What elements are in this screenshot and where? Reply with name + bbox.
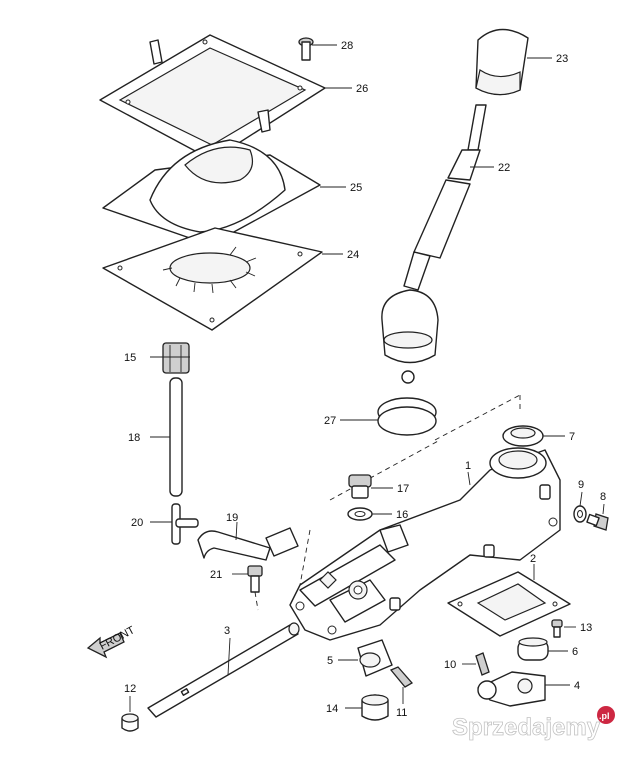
part-6-bushing bbox=[517, 637, 549, 661]
callout-4: 4 bbox=[574, 680, 580, 692]
part-11-roll-pin bbox=[389, 666, 414, 688]
callout-3: 3 bbox=[224, 625, 230, 637]
part-27-ring bbox=[377, 397, 437, 436]
watermark-badge bbox=[597, 706, 615, 724]
callout-1: 1 bbox=[465, 460, 471, 472]
part-1-shift-housing bbox=[289, 447, 561, 641]
part-22-shift-lever bbox=[403, 104, 487, 291]
front-label: FRONT bbox=[98, 624, 137, 653]
part-8-bolt bbox=[586, 513, 609, 531]
callout-8: 8 bbox=[600, 491, 606, 503]
part-9-washer bbox=[573, 505, 587, 523]
callout-17: 17 bbox=[397, 483, 409, 495]
callout-5: 5 bbox=[327, 655, 333, 667]
callout-20: 20 bbox=[131, 517, 143, 529]
leader-lines bbox=[129, 44, 605, 712]
callout-25: 25 bbox=[350, 182, 362, 194]
part-3-shift-shaft bbox=[147, 622, 300, 718]
part-5-collar bbox=[357, 639, 393, 677]
part-18-rod bbox=[169, 377, 183, 497]
part-2-gasket bbox=[447, 571, 571, 637]
callout-23: 23 bbox=[556, 53, 568, 65]
part-13-screw bbox=[551, 619, 563, 638]
callout-22: 22 bbox=[498, 162, 510, 174]
part-7-seal bbox=[502, 425, 544, 447]
watermark: Sprzedajemy .pl bbox=[452, 706, 615, 741]
callout-16: 16 bbox=[396, 509, 408, 521]
part-12-cap bbox=[121, 713, 139, 732]
part-26-boot-frame bbox=[99, 34, 326, 161]
callout-11: 11 bbox=[396, 707, 407, 719]
part-28-bolt bbox=[298, 37, 314, 61]
part-24-gasket-plate bbox=[102, 227, 323, 331]
callout-24: 24 bbox=[347, 249, 359, 261]
callout-15: 15 bbox=[124, 352, 136, 364]
part-20-tee-fitting bbox=[171, 503, 199, 545]
part-16-washer bbox=[347, 507, 373, 521]
part-17-plug bbox=[348, 474, 372, 499]
callout-14: 14 bbox=[326, 703, 338, 715]
callout-6: 6 bbox=[572, 646, 578, 658]
callout-13: 13 bbox=[580, 622, 592, 634]
part-19-hose bbox=[197, 527, 299, 561]
callout-26: 26 bbox=[356, 83, 368, 95]
callout-10: 10 bbox=[444, 659, 456, 671]
callout-labels: 28 26 25 24 23 22 15 18 20 19 21 27 7 17… bbox=[124, 40, 606, 719]
callout-7: 7 bbox=[569, 431, 575, 443]
watermark-text: Sprzedajemy bbox=[452, 714, 601, 741]
part-23-shift-knob bbox=[475, 28, 529, 96]
callout-12: 12 bbox=[124, 683, 136, 695]
watermark-suffix: .pl bbox=[599, 711, 610, 721]
part-4-bracket bbox=[477, 671, 546, 707]
part-14-bushing bbox=[361, 694, 389, 721]
part-15-bushing bbox=[162, 342, 190, 374]
front-direction-arrow: FRONT bbox=[86, 624, 137, 659]
part-lever-lower-boot bbox=[381, 289, 439, 384]
callout-28: 28 bbox=[341, 40, 353, 52]
callout-9: 9 bbox=[578, 479, 584, 491]
part-10-pin bbox=[475, 652, 490, 676]
callout-21: 21 bbox=[210, 569, 222, 581]
callout-18: 18 bbox=[128, 432, 140, 444]
callout-19: 19 bbox=[226, 512, 238, 524]
part-21-bolt bbox=[247, 565, 263, 593]
callout-2: 2 bbox=[530, 553, 536, 565]
callout-27: 27 bbox=[324, 415, 336, 427]
